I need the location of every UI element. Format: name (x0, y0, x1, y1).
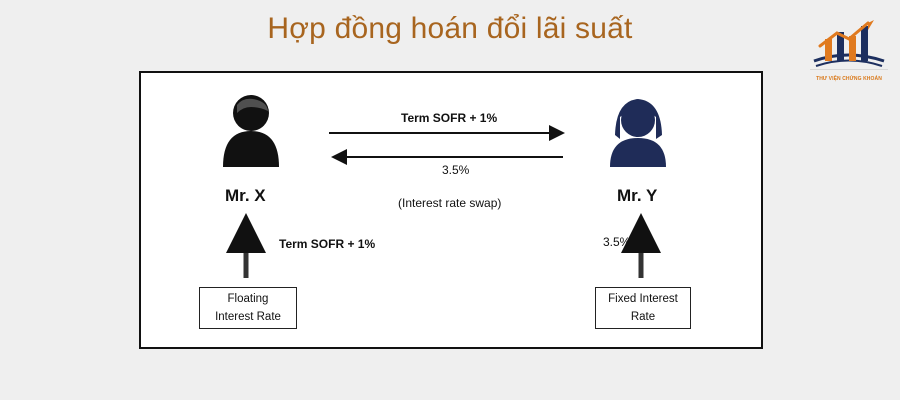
fixed-box-line-1: Fixed Interest (608, 293, 678, 305)
swap-label: (Interest rate swap) (398, 196, 502, 210)
top-arrow-label: Term SOFR + 1% (401, 111, 498, 125)
fixed-box-line-2: Rate (630, 311, 656, 323)
bottom-arrow-label: 3.5% (442, 163, 470, 177)
woman-user-icon (610, 99, 666, 167)
page-title: Hợp đồng hoán đổi lãi suất (267, 12, 633, 45)
logo-chart-book-icon (810, 20, 888, 70)
fixed-interest-rate-box: Fixed Interest Rate (595, 287, 691, 329)
man-user-icon (223, 95, 279, 167)
diagram-arrows (226, 125, 661, 278)
floating-interest-rate-box: Floating Interest Rate (199, 287, 297, 329)
floating-box-line-2: Interest Rate (215, 311, 281, 323)
left-rate-label: Term SOFR + 1% (279, 237, 376, 251)
logo-text: THƯ VIỆN CHỨNG KHOÁN (816, 76, 882, 82)
right-party-name: Mr. Y (617, 186, 658, 205)
right-rate-label: 3.5% (603, 235, 631, 249)
diagram-frame: Term SOFR + 1% 3.5% (Interest rate swap)… (139, 71, 763, 349)
floating-box-line-1: Floating (227, 293, 269, 305)
left-party-name: Mr. X (225, 186, 266, 205)
